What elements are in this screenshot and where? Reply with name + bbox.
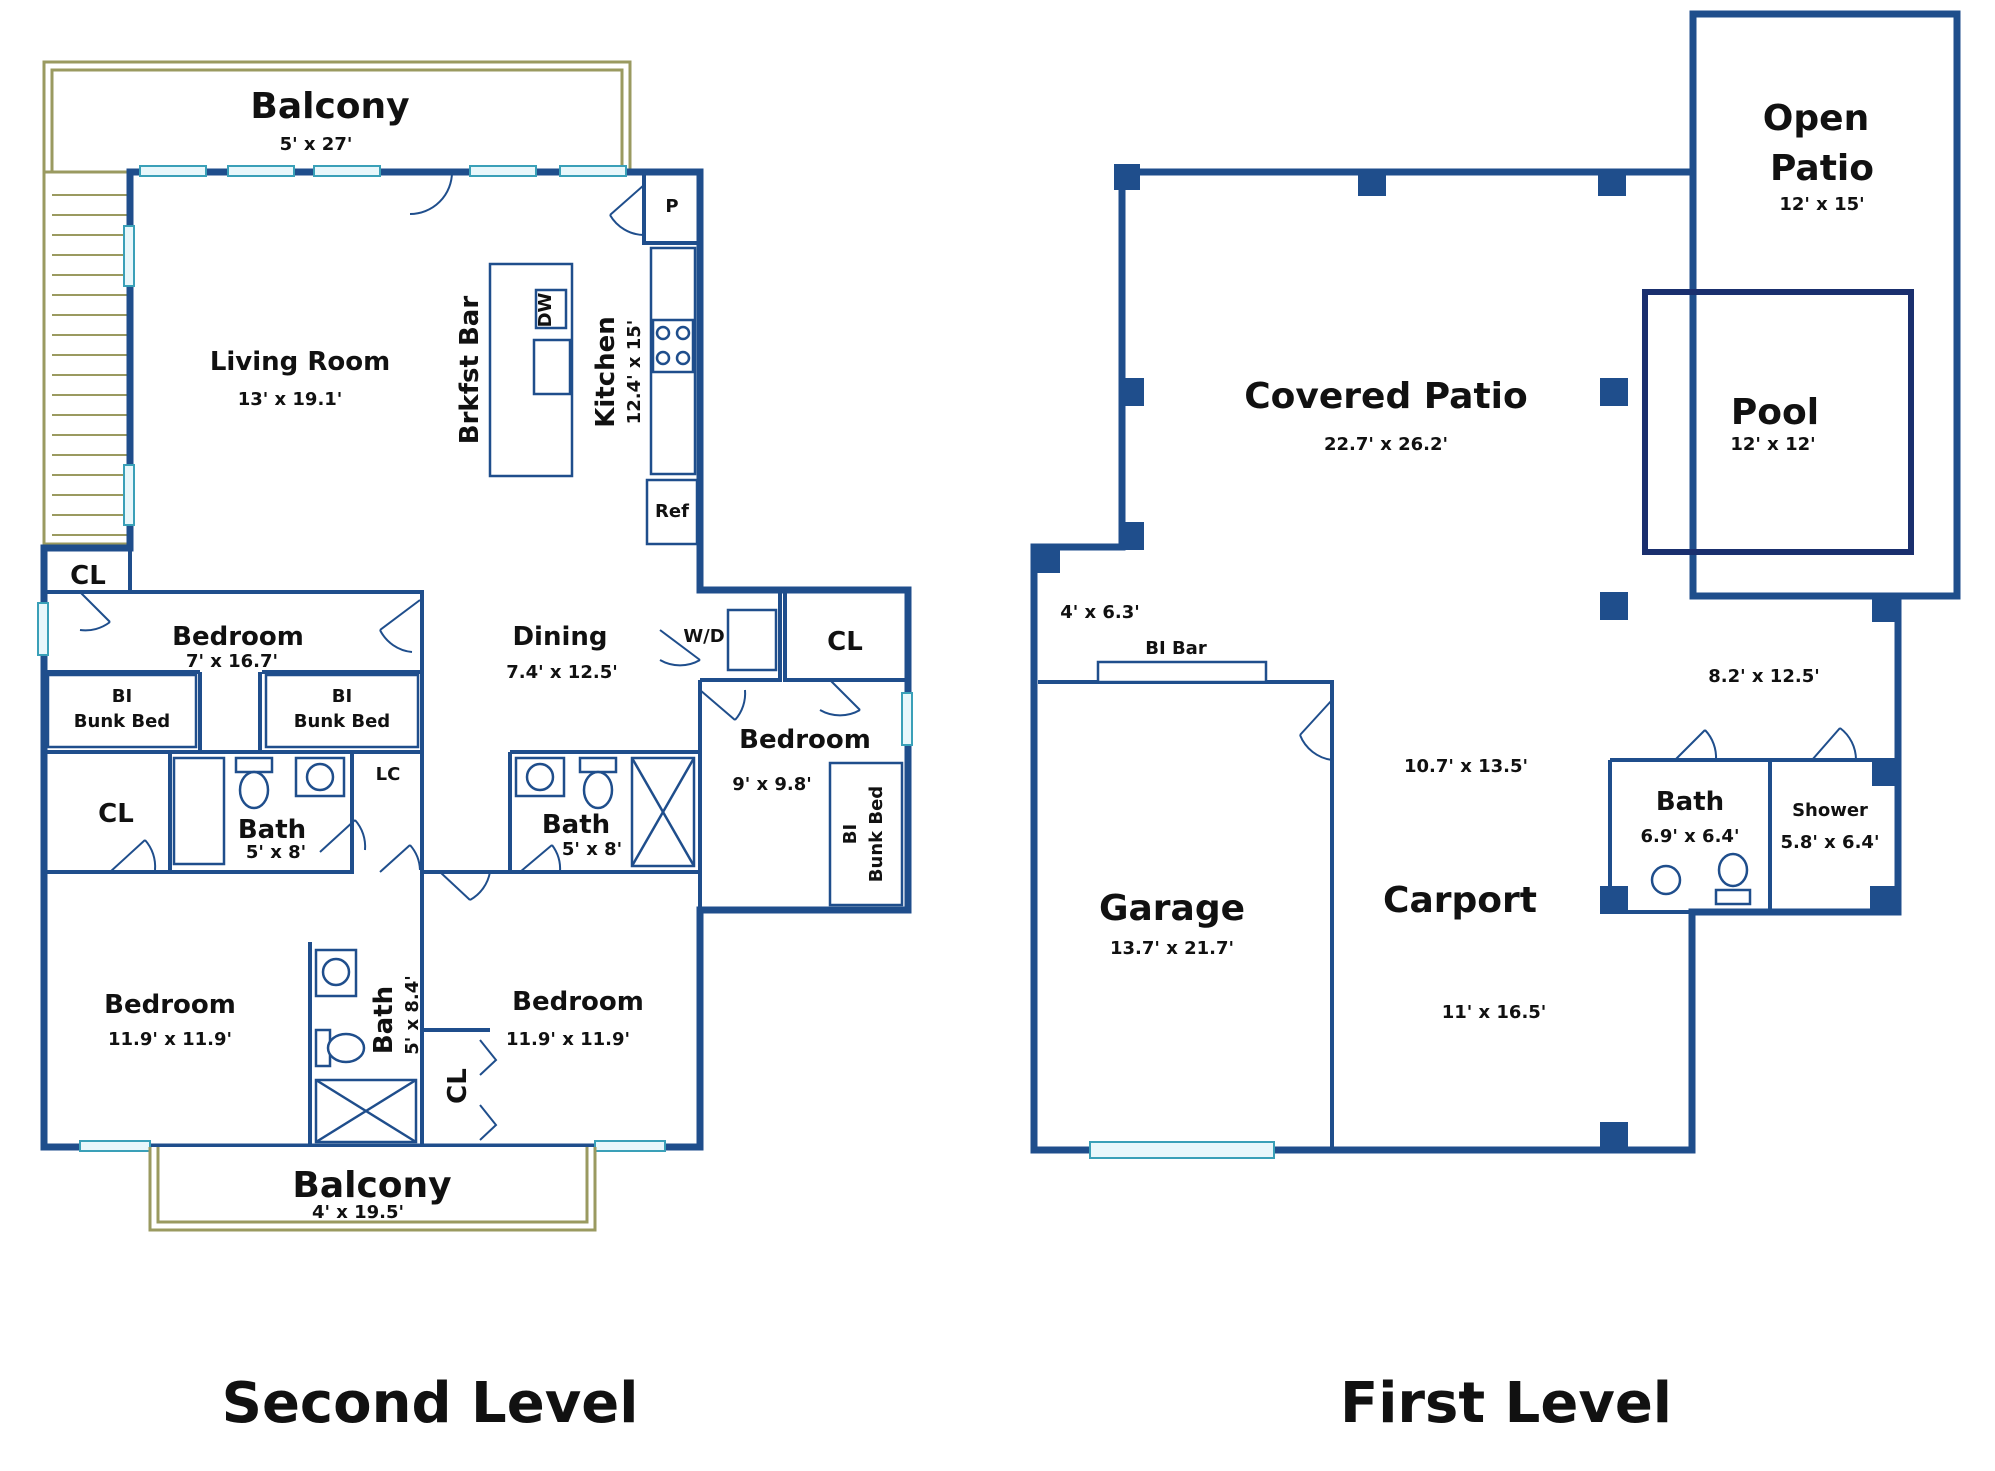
bedroom-bunk-dim: 7' x 16.7' <box>186 651 278 672</box>
bath-toilet <box>1714 888 1752 906</box>
stair-treads <box>52 194 128 536</box>
bunk-bed-1 <box>46 673 198 749</box>
first-level-posts <box>1034 164 1898 1150</box>
bunk-bed-3-line1: BI <box>840 824 861 844</box>
dishwasher <box>534 288 568 330</box>
cl-stair-label: CL <box>70 561 106 591</box>
refrigerator <box>645 478 699 546</box>
bunk-bed-1-line1: BI <box>112 686 132 707</box>
cl-left-label: CL <box>98 799 134 829</box>
bath-center-dim: 5' x 8' <box>562 839 622 860</box>
area-center-dim: 10.7' x 13.5' <box>1404 756 1528 777</box>
carport-dim: 11' x 16.5' <box>1442 1002 1547 1023</box>
bedroom-bl-label: Bedroom <box>104 990 236 1020</box>
second-level-interior-walls <box>44 172 908 1147</box>
bath-bottom-dim: 5' x 8.4' <box>402 975 423 1055</box>
brkfst-bar-label: Brkfst Bar <box>455 296 485 445</box>
nook-dim: 4' x 6.3' <box>1060 602 1140 623</box>
covered-patio-dim: 22.7' x 26.2' <box>1324 434 1448 455</box>
bath-left-dim: 5' x 8' <box>246 842 306 863</box>
balcony-top-dim: 5' x 27' <box>280 134 353 155</box>
washer-dryer <box>726 608 778 672</box>
first-level-outer-wall <box>1030 168 1902 1154</box>
carport-label: Carport <box>1383 880 1537 921</box>
stairs <box>42 170 130 546</box>
living-room-label: Living Room <box>210 347 390 377</box>
kitchen-dim: 12.4' x 15' <box>624 320 645 425</box>
covered-patio-label: Covered Patio <box>1244 376 1528 417</box>
bedroom-right-dim: 9' x 9.8' <box>732 774 812 795</box>
garage-label: Garage <box>1099 888 1245 929</box>
first-level-plan: Open Patio 12' x 15' Covered Patio 22.7'… <box>1030 10 1961 1436</box>
dining-dim: 7.4' x 12.5' <box>506 662 617 683</box>
open-patio-label-2: Patio <box>1770 148 1874 189</box>
bi-bar-label: BI Bar <box>1145 638 1207 659</box>
dw-label: DW <box>535 292 556 327</box>
cl-bottom-label: CL <box>443 1068 473 1104</box>
area-right-dim: 8.2' x 12.5' <box>1708 666 1819 687</box>
bath-label: Bath <box>1656 787 1724 817</box>
pool-dim: 12' x 12' <box>1730 434 1815 455</box>
kitchen-sink <box>532 338 572 396</box>
first-level-bath-fixtures <box>1650 852 1752 906</box>
bath-center-label: Bath <box>542 810 610 840</box>
bath-dim: 6.9' x 6.4' <box>1641 826 1740 847</box>
second-level-title: Second Level <box>222 1371 639 1436</box>
pool-edge <box>1642 289 1914 555</box>
bunk-bed-3-line2: Bunk Bed <box>866 786 887 882</box>
living-room-dim: 13' x 19.1' <box>238 389 343 410</box>
bath-left-label: Bath <box>238 815 306 845</box>
open-patio-label-1: Open <box>1763 98 1869 139</box>
open-patio-wall <box>1689 10 1961 600</box>
bi-bar <box>1096 660 1268 684</box>
bathtub <box>172 756 226 866</box>
balcony-bottom-label: Balcony <box>292 1165 451 1206</box>
second-level-fixtures <box>46 246 904 1144</box>
bunk-bed-2-line1: BI <box>332 686 352 707</box>
bunk-bed-2 <box>264 673 420 749</box>
pantry-label: P <box>665 196 678 217</box>
bedroom-right-label: Bedroom <box>739 725 871 755</box>
shower-dim: 5.8' x 6.4' <box>1781 832 1880 853</box>
second-level-windows <box>37 165 913 1152</box>
cl-right-label: CL <box>827 627 863 657</box>
kitchen-label: Kitchen <box>591 316 621 428</box>
bunk-bed-2-line2: Bunk Bed <box>294 711 390 732</box>
bedroom-br-dim: 11.9' x 11.9' <box>506 1029 630 1050</box>
open-patio-dim: 12' x 15' <box>1779 194 1864 215</box>
ref-label: Ref <box>655 501 689 522</box>
balcony-bottom-dim: 4' x 19.5' <box>312 1202 404 1223</box>
bedroom-bl-dim: 11.9' x 11.9' <box>108 1029 232 1050</box>
balcony-top-inner <box>50 68 624 174</box>
bunk-bed-3 <box>828 761 904 907</box>
first-level-doors <box>1299 699 1857 761</box>
toilet-left <box>234 756 274 774</box>
garage-door <box>1089 1141 1275 1159</box>
wd-label: W/D <box>683 626 724 647</box>
balcony-bottom-inner <box>156 1147 589 1224</box>
bedroom-br-label: Bedroom <box>512 987 644 1017</box>
second-level-plan: Balcony 5' x 27' Living Room 13' x 19.1'… <box>37 60 913 1436</box>
bath-bottom-label: Bath <box>369 986 399 1054</box>
lc-label: LC <box>376 764 401 785</box>
dining-label: Dining <box>512 622 607 652</box>
bedroom-bunk-label: Bedroom <box>172 622 304 652</box>
garage-dim: 13.7' x 21.7' <box>1110 938 1234 959</box>
toilet-center <box>578 756 618 774</box>
shower-label: Shower <box>1792 800 1868 821</box>
balcony-top-label: Balcony <box>250 86 409 127</box>
bath-sink <box>1650 864 1682 896</box>
first-level-title: First Level <box>1340 1371 1672 1436</box>
pool-label: Pool <box>1731 392 1819 433</box>
bunk-bed-1-line2: Bunk Bed <box>74 711 170 732</box>
